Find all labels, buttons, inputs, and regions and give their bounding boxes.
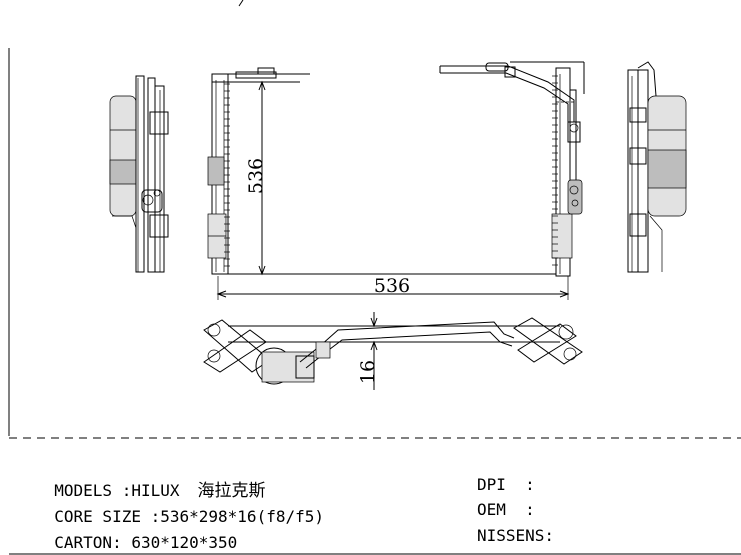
nissens-line: NISSENS: [477, 526, 555, 545]
thickness-dimension: 16 [357, 360, 379, 384]
models-label: MODELS : [54, 481, 132, 500]
core-size-value: 536*298*16(f8/f5) [160, 507, 324, 526]
carton-value: 630*120*350 [131, 533, 238, 552]
models-chinese-name: 海拉克斯 [197, 481, 266, 501]
core-size-line: CORE SIZE :536*298*16(f8/f5) [35, 493, 324, 525]
width-dimension: 536 [374, 275, 410, 297]
core-size-label: CORE SIZE : [54, 507, 161, 526]
left-side-view [109, 75, 169, 273]
dpi-line: DPI : [477, 475, 535, 494]
carton-label: CARTON: [54, 533, 122, 552]
carton-line: CARTON: 630*120*350 [35, 519, 237, 551]
right-side-view [627, 61, 687, 273]
top-mark [238, 0, 244, 7]
height-dimension: 536 [245, 158, 267, 194]
models-line: MODELS :HILUX 海拉克斯 [35, 467, 266, 501]
oem-line: OEM : [477, 500, 535, 519]
front-view [207, 61, 585, 300]
bottom-view [203, 312, 583, 390]
models-value: HILUX [131, 481, 180, 500]
